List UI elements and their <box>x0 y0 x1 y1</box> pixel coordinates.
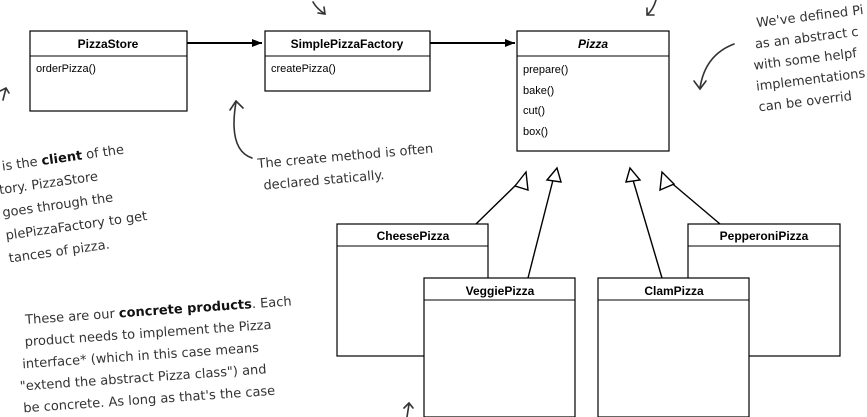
method-cut: cut() <box>523 105 545 117</box>
arrow-to-pizza-right <box>693 43 735 91</box>
class-pizza-store: PizzaStore orderPizza() <box>29 30 188 112</box>
method-prepare: prepare() <box>523 64 568 76</box>
class-name: PizzaStore <box>78 37 139 51</box>
class-name: Pizza <box>578 37 608 51</box>
method-create-pizza: createPizza() <box>271 63 336 75</box>
class-veggie-pizza: VeggiePizza <box>423 277 576 417</box>
annotation-line: tances of pizza. <box>8 237 111 266</box>
class-clam-pizza: ClamPizza <box>597 277 750 417</box>
method-box: box() <box>523 126 548 138</box>
arrow-to-pizza-top <box>646 0 657 16</box>
annotation-line: can be overrid <box>758 89 853 115</box>
class-name: ClamPizza <box>644 284 704 298</box>
annotation-abstract-pizza: We've defined Pi as an abstract c with s… <box>753 3 867 115</box>
arrow-bottom <box>403 401 414 417</box>
annotation-line: is the client of the <box>1 143 125 175</box>
class-simple-pizza-factory: SimplePizzaFactory createPizza() <box>264 30 431 92</box>
method-bake: bake() <box>523 85 554 97</box>
arrow-to-store-left <box>0 86 10 101</box>
annotation-concrete-products: These are our concrete products. Each pr… <box>19 294 292 416</box>
method-order-pizza: orderPizza() <box>36 63 96 75</box>
class-pizza: Pizza prepare() bake() cut() box() <box>516 30 670 152</box>
arrow-to-factory-top <box>312 1 326 15</box>
annotation-line: declared statically. <box>263 168 385 194</box>
inheritance-arrowheads <box>513 166 676 192</box>
class-name: CheesePizza <box>377 229 450 243</box>
inheritance-lines <box>475 179 721 279</box>
class-name: SimplePizzaFactory <box>291 37 404 51</box>
arrow-to-create-method <box>229 99 253 159</box>
annotation-create-method: The create method is often declared stat… <box>256 142 434 194</box>
annotation-client: is the client of the tory. PizzaStore go… <box>0 143 148 267</box>
class-name: PepperoniPizza <box>720 229 809 243</box>
class-name: VeggiePizza <box>466 284 535 298</box>
annotation-arrows <box>0 0 735 417</box>
annotation-line: The create method is often <box>256 142 434 172</box>
